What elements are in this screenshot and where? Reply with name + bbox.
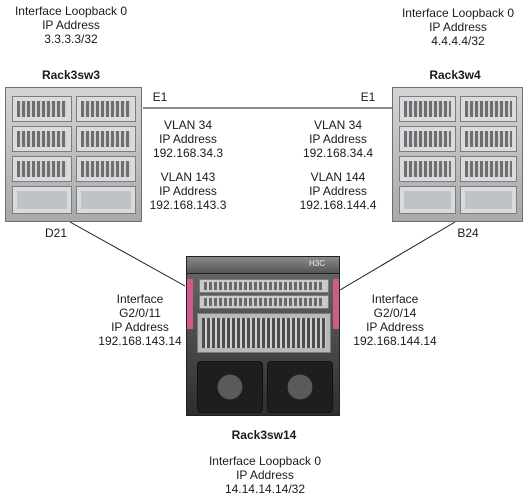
rack3sw14-loopback: Interface Loopback 0 IP Address 14.14.14… [208, 454, 322, 496]
rack3w4-vlan144: VLAN 144 IP Address 192.168.144.4 [299, 170, 377, 212]
rack3w4-loopback: Interface Loopback 0 IP Address 4.4.4.4/… [401, 6, 515, 48]
rack3sw14-fan-left [197, 361, 263, 413]
link-b24-g2-0-14 [339, 221, 456, 291]
rack3w4-port-b24: B24 [457, 226, 479, 240]
rack3sw14-brand: H3C [308, 259, 325, 268]
rack3sw14-fan-right [267, 361, 333, 413]
rack3sw14-interface-g2-0-11: Interface G2/0/11 IP Address 192.168.143… [98, 292, 182, 348]
rack3sw14-name: Rack3sw14 [231, 428, 297, 442]
rack3sw14-interface-g2-0-14: Interface G2/0/14 IP Address 192.168.144… [353, 292, 437, 348]
rack3sw14-switch-image: H3C [186, 256, 340, 416]
rack3sw3-port-d21: D21 [44, 226, 67, 240]
rack3w4-vlan34: VLAN 34 IP Address 192.168.34.4 [302, 118, 374, 160]
rack3w4-name: Rack3w4 [429, 68, 481, 82]
rack3sw3-vlan143: VLAN 143 IP Address 192.168.143.3 [149, 170, 227, 212]
rack3sw3-name: Rack3sw3 [41, 68, 101, 82]
rack3w4-port-e1: E1 [360, 90, 376, 104]
rack3sw3-loopback: Interface Loopback 0 IP Address 3.3.3.3/… [14, 4, 128, 46]
link-d21-g2-0-11 [69, 221, 186, 287]
rack3sw3-port-e1: E1 [152, 90, 168, 104]
rack3sw3-switch-image [5, 87, 142, 222]
rack3w4-switch-image [392, 87, 523, 222]
rack3sw3-vlan34: VLAN 34 IP Address 192.168.34.3 [152, 118, 224, 160]
